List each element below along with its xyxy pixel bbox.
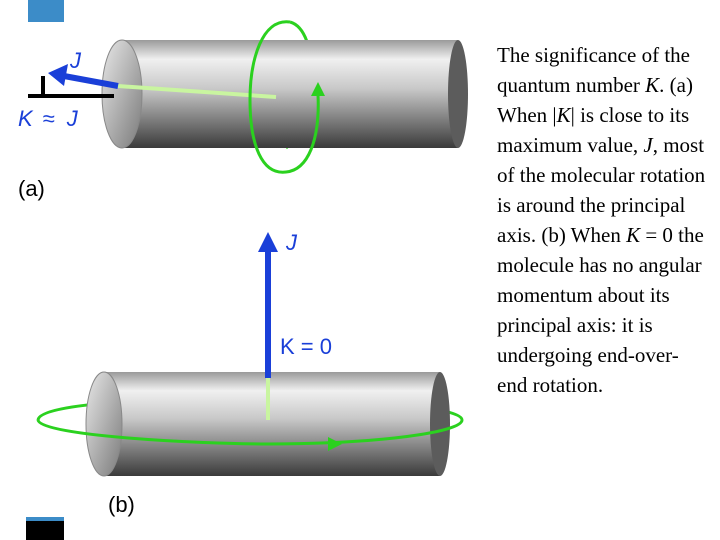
- rotation-diagram: J K≈J (a) J K = 0 (b): [18, 0, 468, 540]
- caption-italic-symbol: J: [643, 133, 653, 157]
- rotation-ellipse-a-front: [248, 20, 320, 174]
- caption-segment: . (a) When |: [497, 73, 693, 127]
- figure-caption: The significance of the quantum number K…: [497, 40, 709, 400]
- j-vector-a-arrowhead: [48, 64, 68, 86]
- rotation-ellipse-b-front: [36, 419, 464, 446]
- rotation-arrow-a: [311, 82, 325, 96]
- k-equals-zero-label: K = 0: [280, 334, 332, 359]
- panel-b: J K = 0 (b): [36, 230, 464, 517]
- panel-b-label: (b): [108, 492, 135, 517]
- corner-accent-bottom: [26, 520, 64, 540]
- cylinder-b-body: [104, 372, 440, 476]
- caption-italic-symbol: K: [626, 223, 641, 247]
- caption-segment: | is close to its maximum value,: [497, 103, 690, 157]
- cylinder-a-body: [122, 40, 458, 148]
- panel-a-label: (a): [18, 176, 45, 201]
- caption-italic-symbol: K: [645, 73, 660, 97]
- cylinder-b-right-cap: [430, 372, 450, 476]
- corner-accent-bottom-blue: [26, 517, 64, 521]
- j-vector-a: [63, 73, 119, 89]
- panel-a: J K≈J (a): [18, 20, 468, 201]
- corner-accent-top: [28, 0, 64, 22]
- caption-italic-symbol: K: [556, 103, 571, 127]
- cylinder-a-right-cap: [448, 40, 468, 148]
- k-approx-j-label: K≈J: [18, 106, 79, 131]
- j-label-b: J: [285, 230, 298, 255]
- caption-text: The significance of the quantum number K…: [497, 40, 709, 400]
- cylinder-b-left-cap: [85, 371, 123, 477]
- j-label-a: J: [69, 48, 82, 73]
- caption-segment: , most of the molecular rotation is arou…: [497, 133, 706, 247]
- j-vector-b-arrowhead: [258, 232, 278, 252]
- caption-segment: The significance of the quantum number: [497, 43, 690, 97]
- rotation-arrow-b: [328, 437, 342, 451]
- caption-segment: = 0 the molecule has no angular momentum…: [497, 223, 704, 397]
